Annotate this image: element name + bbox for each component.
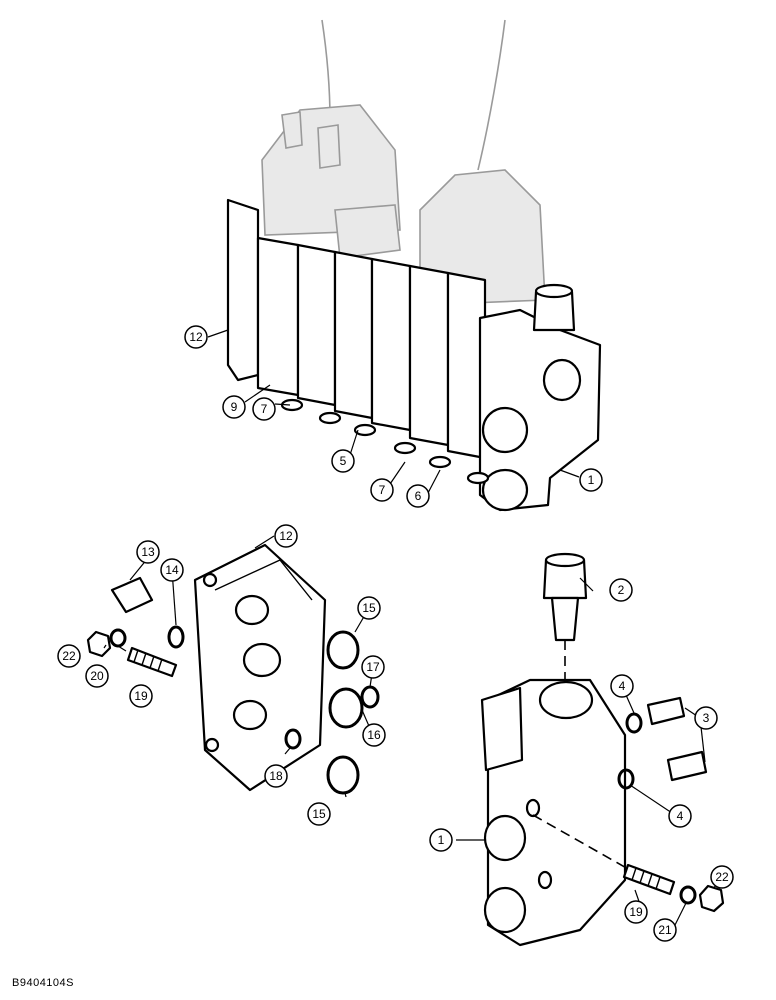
callout-7-right-label: 7 [379, 483, 386, 497]
end-plate-12 [226, 198, 260, 382]
callout-4-lower: 4 [668, 804, 692, 828]
valve-section-1 [256, 236, 300, 397]
end-plate-port-2 [242, 642, 282, 678]
callout-1-bottom-label: 1 [438, 833, 445, 847]
callout-21-label: 21 [658, 923, 672, 937]
lever-linkage [334, 204, 401, 259]
callout-19-left: 19 [129, 684, 153, 708]
lever-handle-2 [317, 124, 341, 169]
callout-19-left-label: 19 [134, 689, 148, 703]
stud-19-right [622, 863, 676, 896]
callout-6: 6 [406, 484, 430, 508]
callout-4-upper-label: 4 [619, 679, 626, 693]
relief-valve-cap [534, 283, 574, 299]
valve-section-3 [333, 250, 374, 420]
callout-22-left: 22 [57, 644, 81, 668]
callout-13-label: 13 [141, 545, 155, 559]
figure-reference-code: B9404104S [12, 977, 74, 989]
callout-7-right: 7 [370, 478, 394, 502]
callout-6-label: 6 [415, 489, 422, 503]
lock-washer-21 [679, 885, 697, 905]
assembled-control-valve [226, 19, 602, 512]
stud-centerline [532, 814, 631, 871]
callout-9: 9 [222, 395, 246, 419]
spool-ends [280, 398, 490, 485]
o-ring-4-lower [617, 768, 635, 790]
callout-18-label: 18 [269, 769, 283, 783]
washer-18 [284, 728, 302, 750]
callout-12-top-label: 12 [189, 330, 203, 344]
callout-2-label: 2 [618, 583, 625, 597]
callout-15-upper-label: 15 [362, 601, 376, 615]
callout-16-label: 16 [367, 728, 381, 742]
valve-section-4 [370, 257, 412, 432]
callout-19-right: 19 [624, 900, 648, 924]
plug-boss-lower [481, 468, 529, 512]
nut-22-left [86, 630, 112, 658]
callout-13: 13 [136, 540, 160, 564]
callout-7-left: 7 [252, 397, 276, 421]
callout-9-label: 9 [231, 400, 238, 414]
o-ring-14 [167, 625, 185, 649]
o-ring-15-lower [326, 755, 360, 795]
callout-17: 17 [361, 655, 385, 679]
relief-valve-bore [538, 680, 594, 720]
callout-22-right-label: 22 [715, 870, 729, 884]
inlet-port [542, 358, 582, 402]
end-plate-exploded-12 [193, 543, 327, 792]
callout-15-upper: 15 [357, 596, 381, 620]
callout-20-label: 20 [90, 669, 104, 683]
callout-15-lower: 15 [307, 802, 331, 826]
plug-3-upper [646, 696, 686, 726]
plug-boss-upper [481, 406, 529, 454]
callout-12-bottom-label: 12 [279, 529, 293, 543]
callout-14-label: 14 [165, 563, 179, 577]
callout-5-label: 5 [340, 454, 347, 468]
plug-bore-upper [483, 814, 527, 862]
callout-7-left-label: 7 [261, 402, 268, 416]
washer-20 [109, 628, 127, 648]
plug-13 [110, 576, 154, 614]
callout-19-right-label: 19 [629, 905, 643, 919]
o-ring-15-upper [326, 630, 360, 670]
callout-17-label: 17 [366, 660, 380, 674]
callout-14: 14 [160, 558, 184, 582]
o-ring-16 [328, 687, 364, 729]
inlet-cover-exploded-1 [480, 678, 627, 947]
callout-20: 20 [85, 664, 109, 688]
relief-valve-2 [542, 552, 588, 642]
callout-3-label: 3 [703, 711, 710, 725]
valve-section-2 [296, 243, 337, 407]
callout-22-right: 22 [710, 865, 734, 889]
callout-21: 21 [653, 918, 677, 942]
control-cable-left [321, 19, 331, 121]
callout-1-top: 1 [579, 468, 603, 492]
callout-12-bottom: 12 [274, 524, 298, 548]
plug-bore-lower [483, 886, 527, 934]
o-ring-4-upper [625, 712, 643, 734]
callout-12-top: 12 [184, 325, 208, 349]
callout-4-lower-label: 4 [677, 809, 684, 823]
o-ring-17 [360, 685, 380, 709]
callout-1-bottom: 1 [429, 828, 453, 852]
callout-3: 3 [694, 706, 718, 730]
stud-19 [126, 646, 178, 678]
end-plate-port-3 [232, 699, 268, 731]
callout-18: 18 [264, 764, 288, 788]
callout-16: 16 [362, 723, 386, 747]
plug-3-lower [666, 750, 708, 782]
callout-5: 5 [331, 449, 355, 473]
nut-22-right [698, 884, 725, 913]
lever-handle-1 [281, 111, 303, 149]
callout-15-lower-label: 15 [312, 807, 326, 821]
callout-1-top-label: 1 [588, 473, 595, 487]
callout-4-upper: 4 [610, 674, 634, 698]
valve-section-5 [408, 264, 450, 447]
callout-2: 2 [609, 578, 633, 602]
end-plate-port-1 [234, 594, 270, 626]
control-cable-right [477, 19, 506, 171]
callout-22-left-label: 22 [62, 649, 76, 663]
